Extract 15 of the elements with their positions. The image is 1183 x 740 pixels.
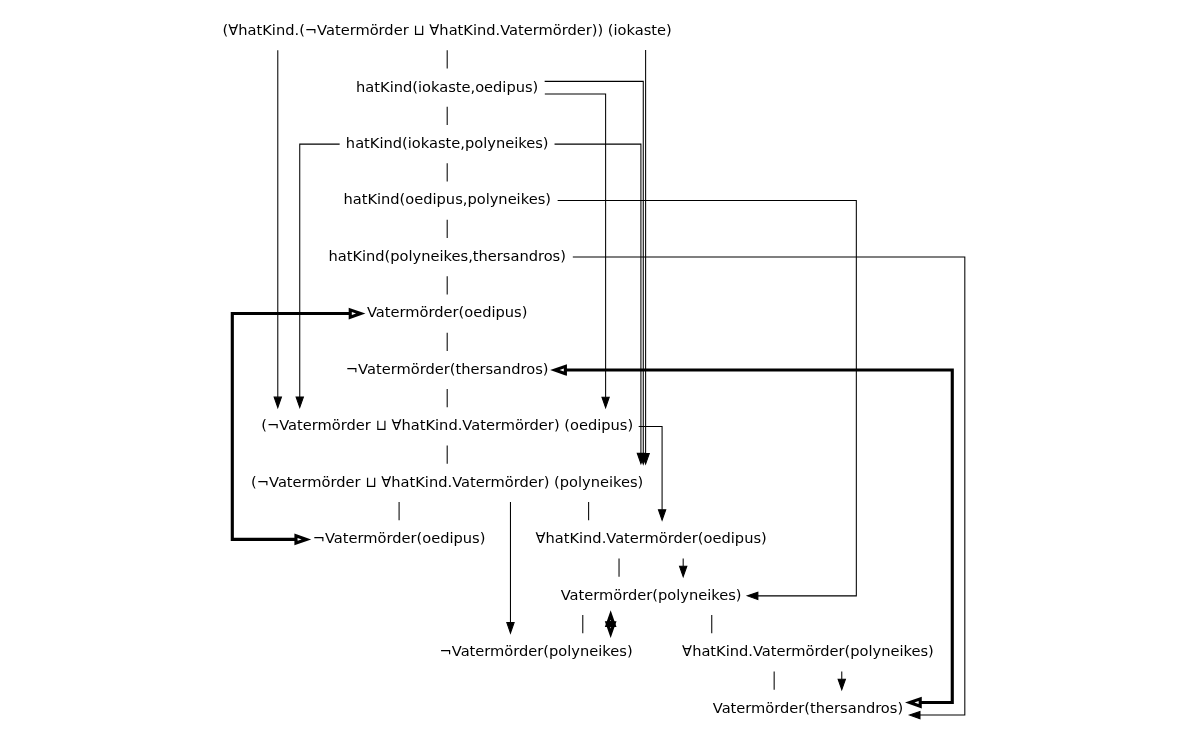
node-text: hatKind(iokaste,polyneikes) [345, 134, 549, 151]
node-text: Vatermörder(oedipus) [366, 303, 528, 321]
node-text: ¬Vatermörder(oedipus) [312, 529, 486, 547]
node-text: ¬Vatermörder(polyneikes) [439, 642, 633, 660]
node-text: Vatermörder(polyneikes) [560, 585, 742, 603]
node-text: hatKind(polyneikes,thersandros) [328, 246, 566, 264]
node-text: ∀hatKind.Vatermörder(oedipus) [535, 529, 767, 547]
node-text: ¬Vatermörder(thersandros) [345, 359, 549, 377]
node-text: (¬Vatermörder ⊔ ∀hatKind.Vatermörder) (oedipus) [261, 416, 634, 434]
node-text: ∀hatKind.Vatermörder(polyneikes) [682, 642, 934, 660]
node-text: (¬Vatermörder ⊔ ∀hatKind.Vatermörder) (polyneikes) [251, 472, 644, 490]
node-text: hatKind(oedipus,polyneikes) [343, 190, 551, 208]
node-text: Vatermörder(thersandros) [712, 698, 904, 716]
node-text: (∀hatKind.(¬Vatermörder ⊔ ∀hatKind.Vatermörder)) (iokaste) [222, 21, 672, 39]
node-text: hatKind(iokaste,oedipus) [356, 77, 539, 95]
